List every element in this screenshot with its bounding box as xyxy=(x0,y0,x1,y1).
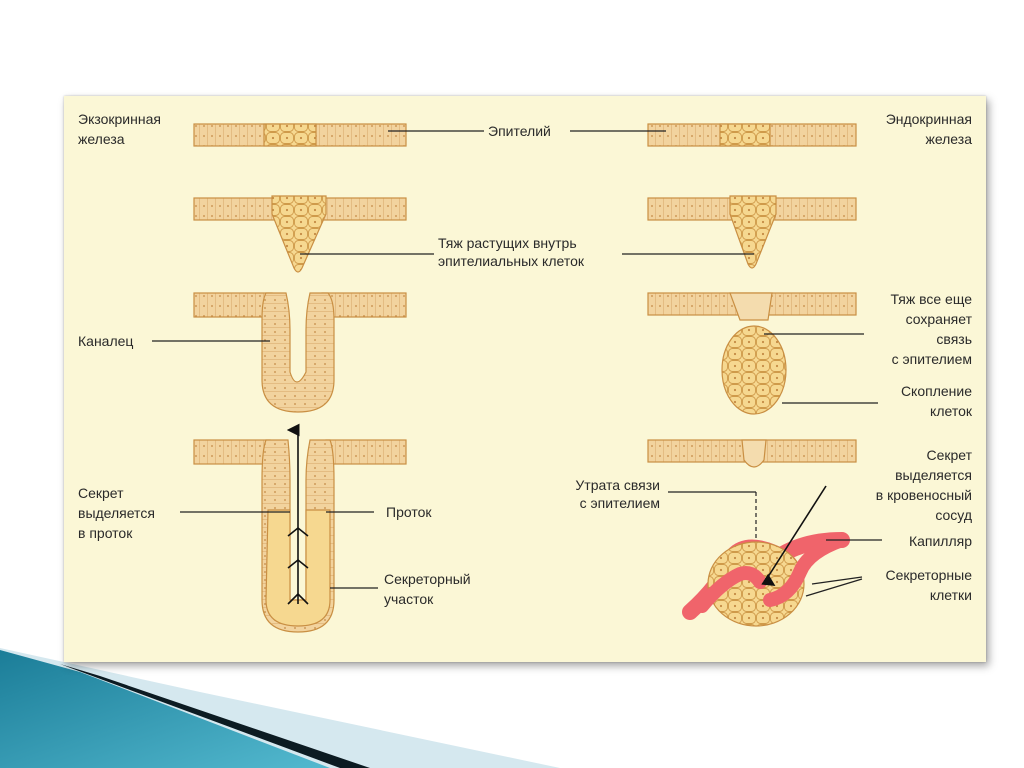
label-capillary: Капилляр xyxy=(909,532,972,550)
label-strand-1: Тяж растущих внутрь xyxy=(438,234,577,252)
canal-left xyxy=(194,293,406,412)
label-exocrine-2: железа xyxy=(78,130,125,148)
label-secretion-duct-2: выделяется xyxy=(78,504,155,522)
label-epithelium: Эпителий xyxy=(488,122,551,140)
label-secretory-part-1: Секреторный xyxy=(384,570,471,588)
label-endocrine-2: железа xyxy=(925,130,972,148)
label-cluster-2: клеток xyxy=(930,402,972,420)
label-canal: Каналец xyxy=(78,332,133,350)
duct-left xyxy=(194,440,406,632)
label-loss-connection-2: с эпителием xyxy=(580,494,660,512)
label-secretion-vessel-2: выделяется xyxy=(895,466,972,484)
label-cluster-1: Скопление xyxy=(901,382,972,400)
label-secretion-duct-1: Секрет xyxy=(78,484,124,502)
label-strand-still-3: связь xyxy=(936,330,972,348)
label-endocrine-1: Эндокринная xyxy=(886,110,972,128)
label-strand-still-4: с эпителием xyxy=(892,350,972,368)
label-secretory-part-2: участок xyxy=(384,590,433,608)
strand-right xyxy=(730,196,776,268)
strand-left xyxy=(272,196,326,272)
label-loss-connection-1: Утрата связи xyxy=(575,476,660,494)
label-secretion-duct-3: в проток xyxy=(78,524,132,542)
label-secretion-vessel-3: в кровеносный xyxy=(876,486,972,504)
label-secretory-cells-1: Секреторные xyxy=(885,566,972,584)
label-duct: Проток xyxy=(386,503,432,521)
label-strand-2: эпителиальных клеток xyxy=(438,252,584,270)
label-exocrine-1: Экзокринная xyxy=(78,110,161,128)
label-strand-still-2: сохраняет xyxy=(906,310,972,328)
label-secretion-vessel-1: Секрет xyxy=(926,446,972,464)
label-secretion-vessel-4: сосуд xyxy=(935,506,972,524)
label-secretory-cells-2: клетки xyxy=(930,586,972,604)
cell-cluster xyxy=(722,326,786,414)
label-strand-still-1: Тяж все еще xyxy=(891,290,973,308)
